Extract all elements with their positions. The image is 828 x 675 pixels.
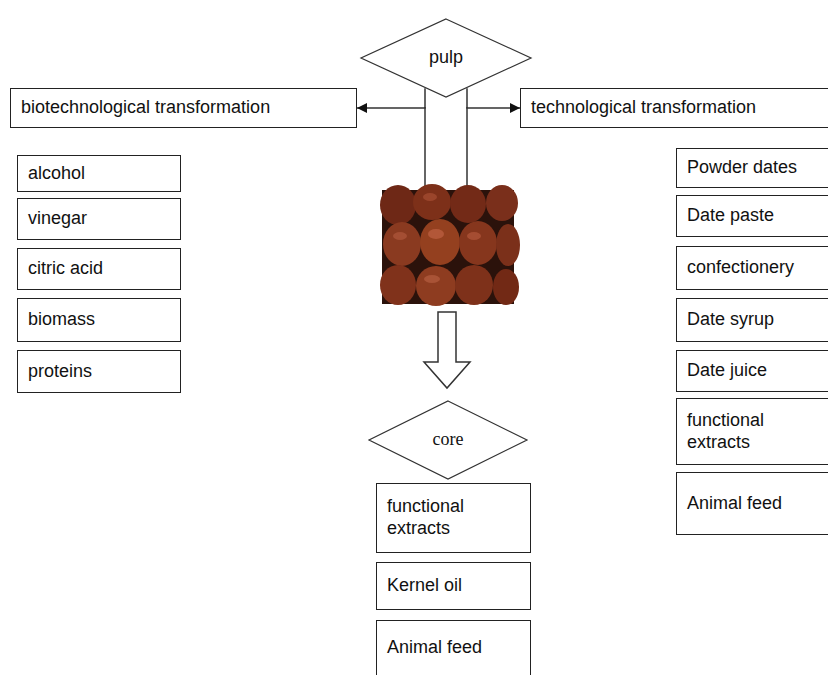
stem-line <box>424 107 426 190</box>
decision-diamond: pulp <box>360 18 532 98</box>
process-box: vinegar <box>17 198 181 240</box>
box-label: vinegar <box>18 208 97 230</box>
process-box: biotechnological transformation <box>10 88 357 128</box>
box-label: technological transformation <box>521 97 766 119</box>
box-label: Date syrup <box>677 309 784 331</box>
arrow-connector <box>357 88 425 108</box>
box-label: Animal feed <box>377 637 492 659</box>
diamond-label: core <box>433 429 464 451</box>
box-label: proteins <box>18 361 102 383</box>
box-label: biotechnological transformation <box>11 97 280 119</box>
process-box: functional extracts <box>376 483 531 553</box>
process-box: proteins <box>17 350 181 393</box>
box-label: Animal feed <box>677 493 792 515</box>
process-box: Animal feed <box>376 620 531 675</box>
box-label: citric acid <box>18 258 113 280</box>
process-box: Animal feed <box>676 472 828 535</box>
process-box: alcohol <box>17 155 181 192</box>
box-label: Kernel oil <box>377 575 472 597</box>
box-label: functional extracts <box>677 410 825 453</box>
stem-line <box>466 107 468 190</box>
box-label: confectionery <box>677 257 804 279</box>
process-box: Date juice <box>676 350 828 392</box>
process-box: technological transformation <box>520 88 828 128</box>
diamond-label: pulp <box>429 47 463 69</box>
arrow-connector <box>467 88 520 108</box>
process-box: citric acid <box>17 248 181 290</box>
process-box: Powder dates <box>676 148 828 188</box>
process-box: confectionery <box>676 246 828 290</box>
process-box: Date paste <box>676 195 828 237</box>
box-label: functional extracts <box>377 496 528 539</box>
process-box: Date syrup <box>676 298 828 342</box>
box-label: Date paste <box>677 205 784 227</box>
process-box: biomass <box>17 298 181 342</box>
box-label: biomass <box>18 309 105 331</box>
dates-photo <box>380 184 520 306</box>
process-box: Kernel oil <box>376 562 531 610</box>
hollow-arrow <box>424 312 470 388</box>
box-label: alcohol <box>18 163 95 185</box>
decision-diamond: core <box>368 400 528 480</box>
box-label: Date juice <box>677 360 777 382</box>
box-label: Powder dates <box>677 157 807 179</box>
process-box: functional extracts <box>676 398 828 465</box>
